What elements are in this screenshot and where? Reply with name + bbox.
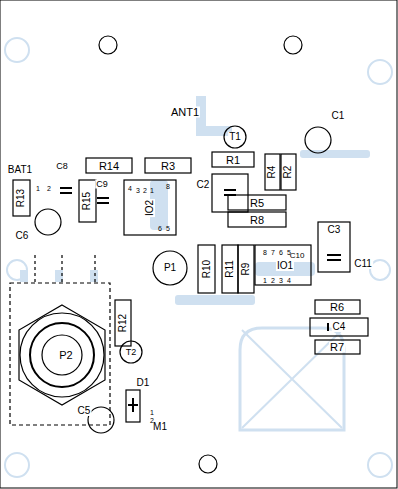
- part-label: C6: [15, 231, 30, 241]
- part-label: ANT1: [170, 107, 200, 118]
- part-label: 5: [286, 249, 292, 256]
- part-label: P2: [58, 350, 73, 361]
- part-label: 8: [165, 183, 171, 190]
- part-label: 8: [262, 249, 268, 256]
- part-label: BAT1: [7, 165, 33, 175]
- part-label: 2: [149, 417, 155, 424]
- part-label: C4: [332, 322, 347, 332]
- part-label: C2: [196, 180, 211, 190]
- part-label: R1: [225, 155, 241, 166]
- part-label: 1: [35, 185, 41, 192]
- part-label: R8: [249, 215, 265, 226]
- part-label: C11: [353, 259, 373, 269]
- part-label: 3: [278, 277, 284, 284]
- part-label: R15: [82, 191, 92, 211]
- part-label: R5: [249, 198, 265, 209]
- part-label: C9: [95, 180, 109, 189]
- part-label: 7: [270, 249, 276, 256]
- part-label: 1: [149, 187, 155, 194]
- part-label: T1: [228, 132, 242, 142]
- part-label: 3: [135, 187, 141, 194]
- part-label: R4: [267, 165, 277, 180]
- part-label: 4: [127, 185, 133, 192]
- part-label: R10: [202, 259, 212, 279]
- part-label: C3: [327, 225, 342, 235]
- part-label: R13: [16, 188, 26, 208]
- part-label: 6: [278, 249, 284, 256]
- part-label: C8: [55, 162, 69, 171]
- part-label: C5: [77, 406, 92, 416]
- part-label: 2: [142, 187, 148, 194]
- part-label: 2: [46, 185, 52, 192]
- part-label: M1: [152, 422, 168, 432]
- part-label: 1: [149, 409, 155, 416]
- part-label: R14: [98, 161, 120, 172]
- part-label: R12: [118, 313, 128, 333]
- part-label: IO2: [145, 199, 155, 217]
- part-label: R6: [329, 302, 345, 313]
- part-label: D1: [136, 378, 151, 388]
- part-label: C1: [331, 111, 346, 121]
- part-label: R2: [283, 165, 293, 180]
- part-label: IO1: [276, 261, 294, 271]
- part-label: 6: [157, 225, 163, 232]
- part-label: 4: [286, 277, 292, 284]
- part-label: R11: [225, 259, 235, 279]
- part-label: P1: [163, 263, 177, 273]
- part-label: 2: [270, 277, 276, 284]
- part-label: 5: [165, 225, 171, 232]
- part-label: 1: [262, 277, 268, 284]
- part-label: R3: [160, 161, 176, 172]
- part-label: R9: [241, 262, 251, 277]
- part-label: R7: [329, 342, 345, 353]
- part-label: C10: [289, 252, 306, 260]
- part-label: T2: [125, 348, 138, 357]
